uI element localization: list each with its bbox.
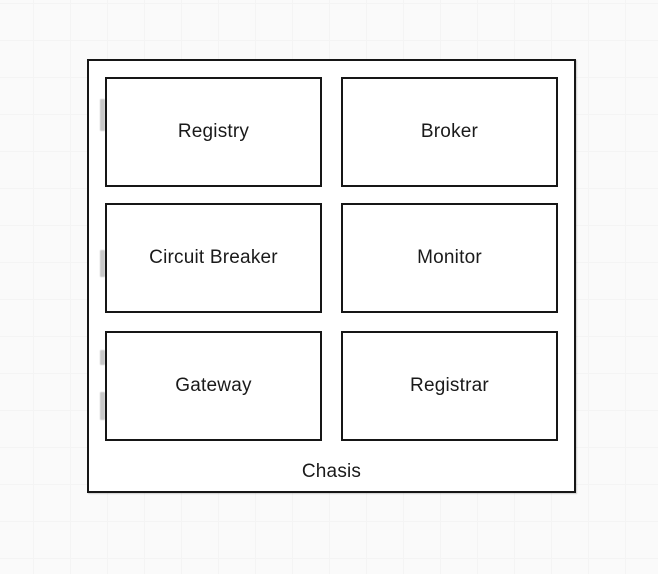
module-label: Registrar [410,375,489,396]
ghost-handle [100,99,105,131]
chassis-label: Chasis [301,461,362,482]
ghost-handle [100,392,105,420]
module-gateway[interactable]: Gateway [105,331,322,441]
module-registry[interactable]: Registry [105,77,322,187]
module-label: Circuit Breaker [149,247,278,268]
module-circuit-breaker[interactable]: Circuit Breaker [105,203,322,313]
module-broker[interactable]: Broker [341,77,558,187]
module-label: Registry [177,121,250,142]
module-label: Monitor [417,247,482,268]
module-label: Gateway [175,375,252,396]
module-monitor[interactable]: Monitor [341,203,558,313]
chassis-container[interactable]: Registry Broker Circuit Breaker Monitor … [87,59,576,493]
ghost-handle [100,350,105,365]
ghost-handle [100,250,105,277]
module-label: Broker [420,121,479,142]
module-registrar[interactable]: Registrar [341,331,558,441]
